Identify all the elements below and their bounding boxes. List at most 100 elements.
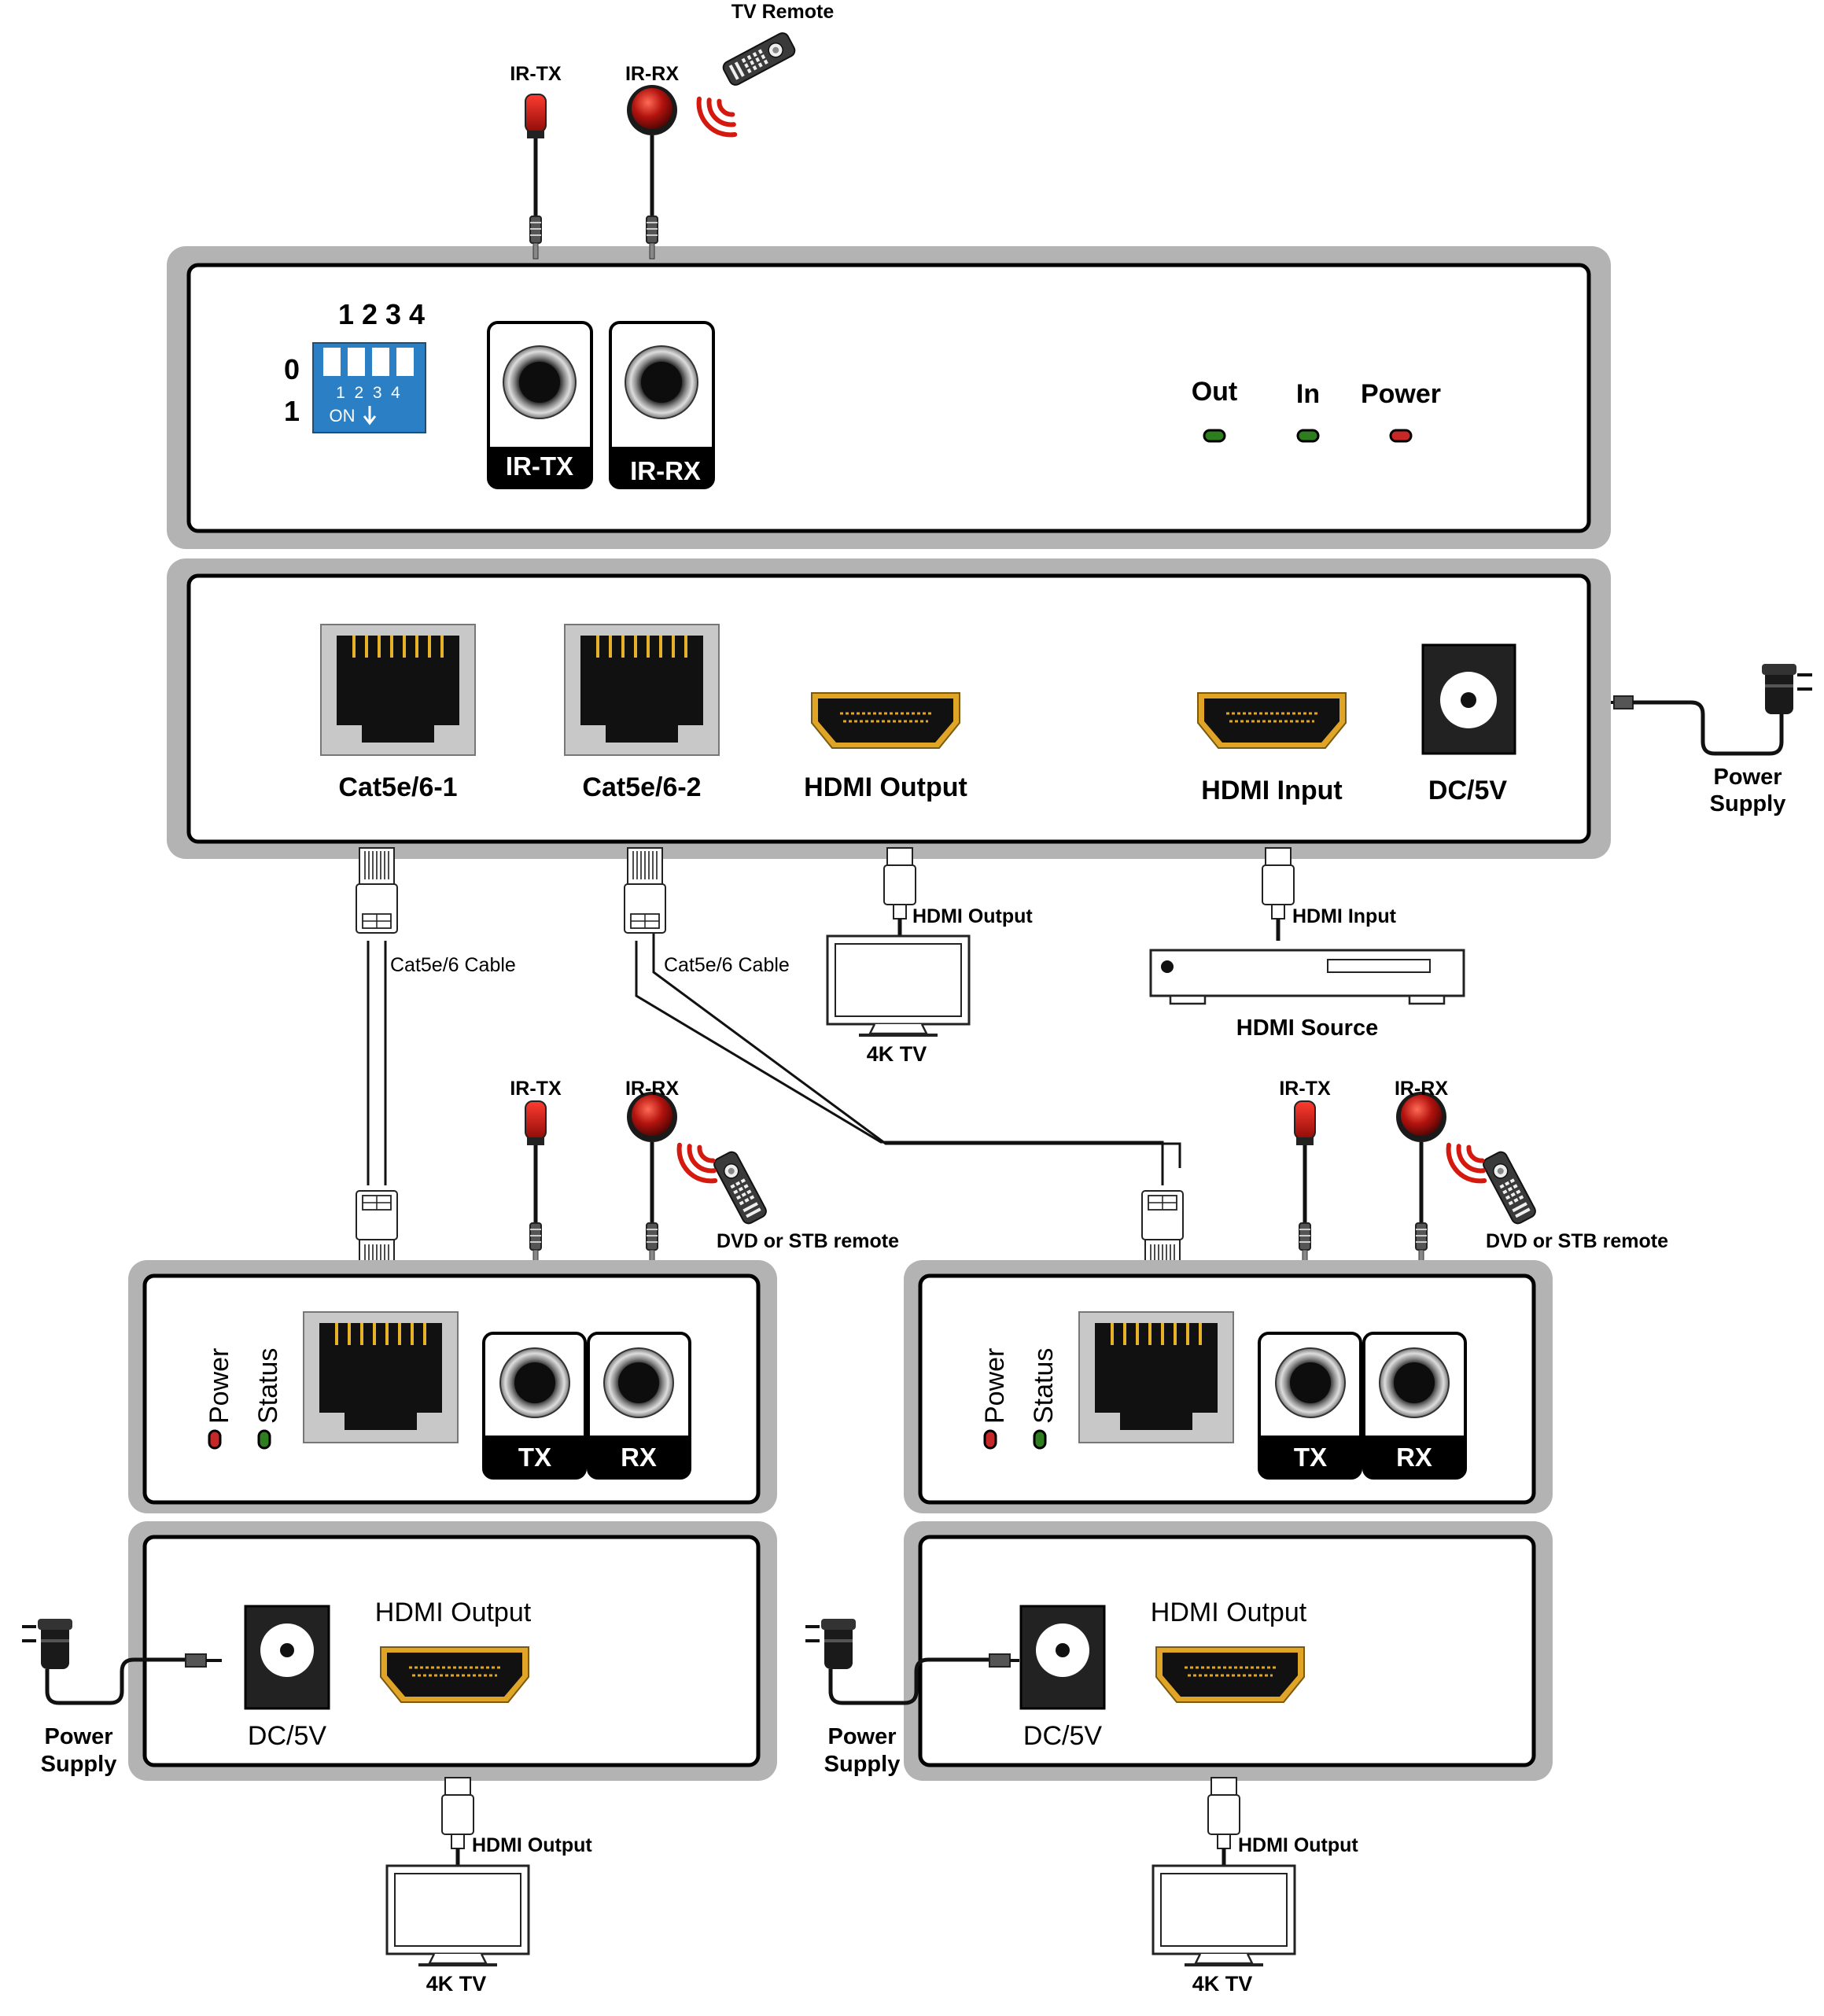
- rx2-ir-rx-jack[interactable]: RX: [1362, 1332, 1467, 1480]
- rx1-ir-rx-cable: [627, 1092, 677, 1266]
- arrow-down-icon: [363, 406, 377, 426]
- cat-cable-1-label: Cat5e/6 Cable: [390, 954, 516, 976]
- dip-state-off-label: 0: [284, 353, 300, 385]
- tx-hdmi-output-cable: [884, 848, 916, 941]
- dip-state-on-label: 1: [284, 395, 300, 427]
- rx2-dc-label: DC/5V: [1023, 1721, 1102, 1751]
- rx2-ir-tx-cable-label: IR-TX: [1279, 1078, 1331, 1100]
- receiver-1: IR-TX IR-RX DVD or STB remote Power Stat…: [22, 1078, 899, 1996]
- rx1-power-supply-line2: Supply: [41, 1752, 117, 1777]
- rx1-hdmi-output-cable-label: HDMI Output: [472, 1834, 592, 1856]
- ir-tx-emitter-cable: [525, 94, 546, 259]
- tx-power-supply-line2: Supply: [1710, 791, 1786, 816]
- rx2-4k-tv-icon: [1152, 1864, 1296, 1966]
- rx1-led-status-indicator: [257, 1429, 271, 1450]
- ir-rx-port-label: IR-RX: [630, 456, 701, 485]
- rx1-4k-tv-icon: [385, 1864, 530, 1966]
- tx-hdmi-output-cable-label: HDMI Output: [912, 905, 1033, 927]
- rx1-dc-power-jack[interactable]: [244, 1605, 330, 1710]
- rx2-power-supply-line1: Power: [827, 1724, 896, 1749]
- rx1-remote-icon: [711, 1148, 769, 1227]
- cat-cable-1: [356, 847, 398, 1277]
- hdmi-input-cable: [1262, 848, 1294, 941]
- dip-inner-numbers: 1 2 3 4: [336, 384, 400, 402]
- rx1-ir-tx-cable-label: IR-TX: [510, 1078, 562, 1100]
- tx-power-supply-line1: Power: [1713, 765, 1782, 790]
- tv-remote-label: TV Remote: [731, 1, 835, 23]
- rx2-led-power-label: Power: [980, 1348, 1010, 1424]
- rx2-dc-power-jack[interactable]: [1019, 1605, 1106, 1710]
- receiver-2: IR-TX IR-RX DVD or STB remote Power Stat…: [805, 1078, 1668, 1996]
- rx2-rx-port-label: RX: [1396, 1443, 1432, 1472]
- dip-switch-4[interactable]: [396, 348, 414, 376]
- rx2-remote-icon: [1480, 1148, 1538, 1227]
- dip-switch-2[interactable]: [348, 348, 365, 376]
- rx1-power-supply-line1: Power: [44, 1724, 112, 1749]
- hdmi-input-port[interactable]: [1196, 691, 1347, 750]
- led-out-indicator: [1203, 429, 1226, 443]
- rx1-dc-label: DC/5V: [248, 1721, 326, 1751]
- hdmi-source-label: HDMI Source: [1236, 1015, 1378, 1041]
- rx1-ir-tx-jack[interactable]: TX: [482, 1332, 587, 1480]
- rx2-power-supply: [805, 1619, 1019, 1705]
- rx1-cat-port[interactable]: [302, 1310, 459, 1444]
- ir-tx-port-label: IR-TX: [506, 451, 573, 481]
- tv-remote-icon: [720, 30, 798, 88]
- dip-switch-3[interactable]: [372, 348, 389, 376]
- rx2-ir-rx-cable-label: IR-RX: [1395, 1078, 1448, 1100]
- dip-switch-numbers: 1 2 3 4: [338, 298, 425, 330]
- ir-rx-jack[interactable]: IR-RX: [609, 321, 715, 489]
- ir-rx-cable-label: IR-RX: [625, 63, 679, 85]
- led-in-indicator: [1296, 429, 1320, 443]
- rx1-hdmi-output-port[interactable]: [379, 1646, 530, 1704]
- rx1-led-power-label: Power: [205, 1348, 234, 1424]
- cat-port-2-label: Cat5e/6-2: [582, 772, 701, 802]
- rx2-tx-port-label: TX: [1294, 1443, 1327, 1472]
- hdmi-source-device: [1149, 949, 1465, 1005]
- tx-power-supply: [1611, 664, 1812, 756]
- rx1-ir-rx-jack[interactable]: RX: [587, 1332, 691, 1480]
- rx2-remote-label: DVD or STB remote: [1486, 1230, 1668, 1252]
- led-power-label: Power: [1361, 379, 1441, 409]
- ir-tx-jack[interactable]: IR-TX: [487, 321, 593, 489]
- rx2-led-status-indicator: [1033, 1429, 1047, 1450]
- rx1-hdmi-output-cable: [442, 1778, 474, 1870]
- cat-port-1-label: Cat5e/6-1: [338, 772, 457, 802]
- cat-cable-2-label: Cat5e/6 Cable: [664, 954, 790, 976]
- cat-port-2[interactable]: [563, 623, 720, 757]
- rx2-hdmi-output-cable-label: HDMI Output: [1238, 1834, 1358, 1856]
- led-out-label: Out: [1192, 377, 1238, 407]
- rx1-power-adapter-icon: [38, 1619, 72, 1669]
- led-power-indicator: [1389, 429, 1413, 443]
- dip-switch[interactable]: 1 2 3 4 ON: [312, 342, 426, 433]
- rx1-power-supply: [22, 1619, 222, 1705]
- ir-rx-receiver-cable: [627, 85, 677, 259]
- rx2-4k-tv-label: 4K TV: [1192, 1972, 1253, 1996]
- dip-switch-1[interactable]: [323, 348, 341, 376]
- rx1-led-power-indicator: [208, 1429, 222, 1450]
- ir-tx-cable-label: IR-TX: [510, 63, 562, 85]
- rx2-ir-tx-jack[interactable]: TX: [1258, 1332, 1362, 1480]
- rx2-hdmi-output-port-label: HDMI Output: [1151, 1598, 1307, 1627]
- hdmi-output-port[interactable]: [810, 691, 961, 750]
- hdmi-output-port-label: HDMI Output: [804, 772, 967, 802]
- dip-on-label: ON: [330, 406, 356, 426]
- rx1-led-status-label: Status: [253, 1348, 283, 1424]
- tx-4k-tv-label: 4K TV: [867, 1042, 927, 1066]
- dc-power-jack[interactable]: [1421, 643, 1516, 755]
- rx1-remote-label: DVD or STB remote: [717, 1230, 899, 1252]
- rx2-hdmi-output-port[interactable]: [1155, 1646, 1306, 1704]
- rx1-rx-port-label: RX: [621, 1443, 657, 1472]
- rx2-led-power-indicator: [983, 1429, 997, 1450]
- rx1-ir-rx-cable-label: IR-RX: [625, 1078, 679, 1100]
- rx2-hdmi-output-cable: [1208, 1778, 1240, 1870]
- rx1-hdmi-output-port-label: HDMI Output: [375, 1598, 532, 1627]
- rx2-ir-rx-cable: [1396, 1092, 1446, 1266]
- rx2-power-adapter-icon: [821, 1619, 856, 1669]
- rx2-ir-tx-cable: [1295, 1101, 1315, 1266]
- rx1-4k-tv-label: 4K TV: [426, 1972, 487, 1996]
- cat-port-1[interactable]: [319, 623, 477, 757]
- rx2-cat-port[interactable]: [1078, 1310, 1235, 1444]
